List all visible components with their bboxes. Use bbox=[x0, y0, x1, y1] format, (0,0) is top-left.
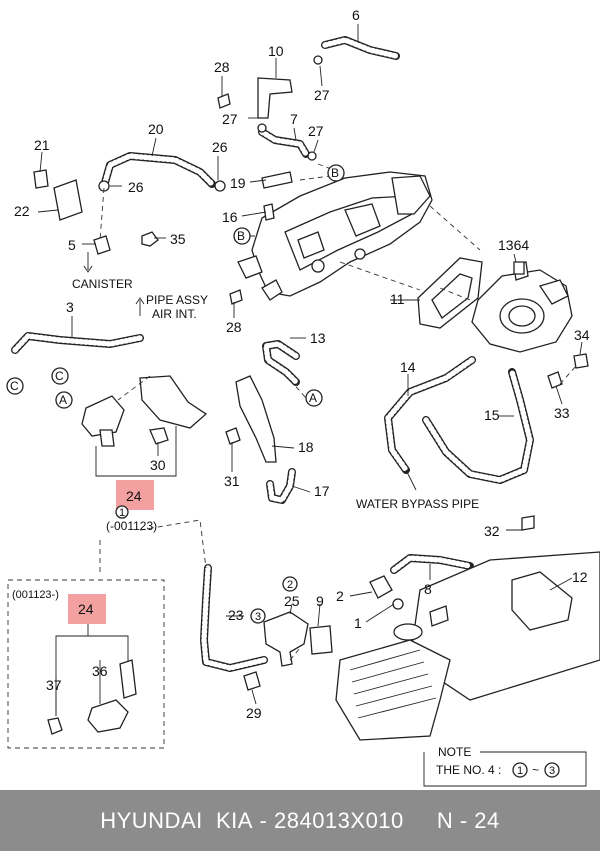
callout-33[interactable]: 33 bbox=[554, 405, 570, 421]
highlight-24-inset bbox=[68, 594, 106, 624]
parts-diagram: 6 10 28 27 27 7 27 20 21 26 26 19 22 16 … bbox=[6, 7, 600, 787]
hoses bbox=[11, 36, 534, 672]
callout-24-inset[interactable]: 24 bbox=[78, 601, 94, 617]
leader-lines bbox=[37, 24, 583, 716]
callout-25[interactable]: 25 bbox=[284, 593, 300, 609]
callout-14[interactable]: 14 bbox=[400, 359, 416, 375]
note-sep: ~ bbox=[532, 763, 539, 777]
callout-22[interactable]: 22 bbox=[14, 203, 30, 219]
footer-bar: HYUNDAI KIA - 284013X010 N - 24 bbox=[0, 790, 600, 851]
callout-23[interactable]: 23 bbox=[228, 607, 244, 623]
callout-numbers: 6 10 28 27 27 7 27 20 21 26 26 19 22 16 … bbox=[14, 7, 590, 721]
note-text: THE NO. 4 : bbox=[436, 763, 501, 777]
note-from: 1 bbox=[517, 765, 523, 777]
ref-circled-2: 2 bbox=[287, 579, 293, 591]
callout-24-main[interactable]: 24 bbox=[126, 488, 142, 504]
small-parts bbox=[33, 55, 589, 691]
text-labels: CANISTER PIPE ASSY AIR INT. WATER BYPASS… bbox=[12, 252, 479, 601]
callout-7[interactable]: 7 bbox=[290, 111, 298, 127]
reference-letters: B B C C A A 1 3 2 bbox=[6, 164, 345, 624]
callout-1[interactable]: 1 bbox=[354, 615, 362, 631]
callout-11[interactable]: 11 bbox=[390, 291, 405, 307]
callout-17[interactable]: 17 bbox=[314, 483, 330, 499]
callout-18[interactable]: 18 bbox=[298, 439, 314, 455]
callout-15[interactable]: 15 bbox=[484, 407, 500, 423]
footer-part-number: 284013X010 bbox=[273, 807, 404, 833]
note-to: 3 bbox=[549, 765, 555, 777]
callout-28[interactable]: 28 bbox=[226, 319, 242, 335]
callout-16[interactable]: 16 bbox=[222, 209, 238, 225]
throttle-body bbox=[471, 261, 573, 353]
highlight-24-main bbox=[116, 480, 154, 510]
callout-36[interactable]: 36 bbox=[92, 663, 108, 679]
callout-31[interactable]: 31 bbox=[224, 473, 240, 489]
callout-30[interactable]: 30 bbox=[150, 457, 166, 473]
callout-26[interactable]: 26 bbox=[212, 139, 228, 155]
callout-34[interactable]: 34 bbox=[574, 327, 590, 343]
reference-lines bbox=[7, 163, 577, 749]
callout-27[interactable]: 27 bbox=[222, 111, 238, 127]
label-pipe-assy: PIPE ASSY bbox=[146, 293, 208, 307]
callout-37[interactable]: 37 bbox=[46, 677, 62, 693]
ref-C-valve: C bbox=[55, 369, 64, 383]
ref-B-upper: B bbox=[331, 166, 339, 180]
label-water-bypass-pipe: WATER BYPASS PIPE bbox=[356, 497, 479, 511]
ref-A-hose: A bbox=[309, 391, 317, 405]
callout-21[interactable]: 21 bbox=[34, 137, 50, 153]
callout-6[interactable]: 6 bbox=[352, 7, 360, 23]
label-air-int: AIR INT. bbox=[152, 307, 197, 321]
callout-29[interactable]: 29 bbox=[246, 705, 262, 721]
footer-separator: - bbox=[252, 807, 274, 833]
ref-circled-1: 1 bbox=[119, 507, 125, 519]
callout-3[interactable]: 3 bbox=[66, 299, 74, 315]
callout-10[interactable]: 10 bbox=[268, 43, 284, 59]
label-range-upto: (-001123) bbox=[106, 519, 157, 533]
intake-manifold bbox=[237, 171, 433, 301]
callout-32[interactable]: 32 bbox=[484, 523, 500, 539]
callout-8[interactable]: 8 bbox=[424, 581, 432, 597]
footer-brand: HYUNDAI KIA bbox=[100, 807, 253, 833]
ref-A-valve: A bbox=[59, 393, 67, 407]
callout-26[interactable]: 26 bbox=[128, 179, 144, 195]
callout-28[interactable]: 28 bbox=[214, 59, 230, 75]
ref-B-lower: B bbox=[237, 229, 245, 243]
callout-20[interactable]: 20 bbox=[148, 121, 164, 137]
label-canister: CANISTER bbox=[72, 277, 133, 291]
callout-27[interactable]: 27 bbox=[308, 123, 324, 139]
inset-solenoid bbox=[47, 659, 137, 735]
ref-C-left: C bbox=[10, 379, 19, 393]
callout-27[interactable]: 27 bbox=[314, 87, 330, 103]
label-range-from: (001123-) bbox=[12, 589, 59, 601]
callout-19[interactable]: 19 bbox=[230, 175, 246, 191]
callout-2[interactable]: 2 bbox=[336, 588, 344, 604]
callout-9[interactable]: 9 bbox=[316, 593, 324, 609]
footer-gap bbox=[404, 808, 437, 834]
callout-12[interactable]: 12 bbox=[572, 569, 588, 585]
callout-13[interactable]: 13 bbox=[310, 330, 326, 346]
footer-page: N - 24 bbox=[436, 807, 500, 833]
callout-1364[interactable]: 1364 bbox=[498, 237, 529, 253]
callout-5[interactable]: 5 bbox=[68, 237, 76, 253]
callout-35[interactable]: 35 bbox=[170, 231, 186, 247]
note-box: NOTE THE NO. 4 : 1 ~ 3 bbox=[423, 745, 587, 787]
note-title: NOTE bbox=[438, 745, 471, 759]
ref-circled-3: 3 bbox=[255, 611, 261, 623]
